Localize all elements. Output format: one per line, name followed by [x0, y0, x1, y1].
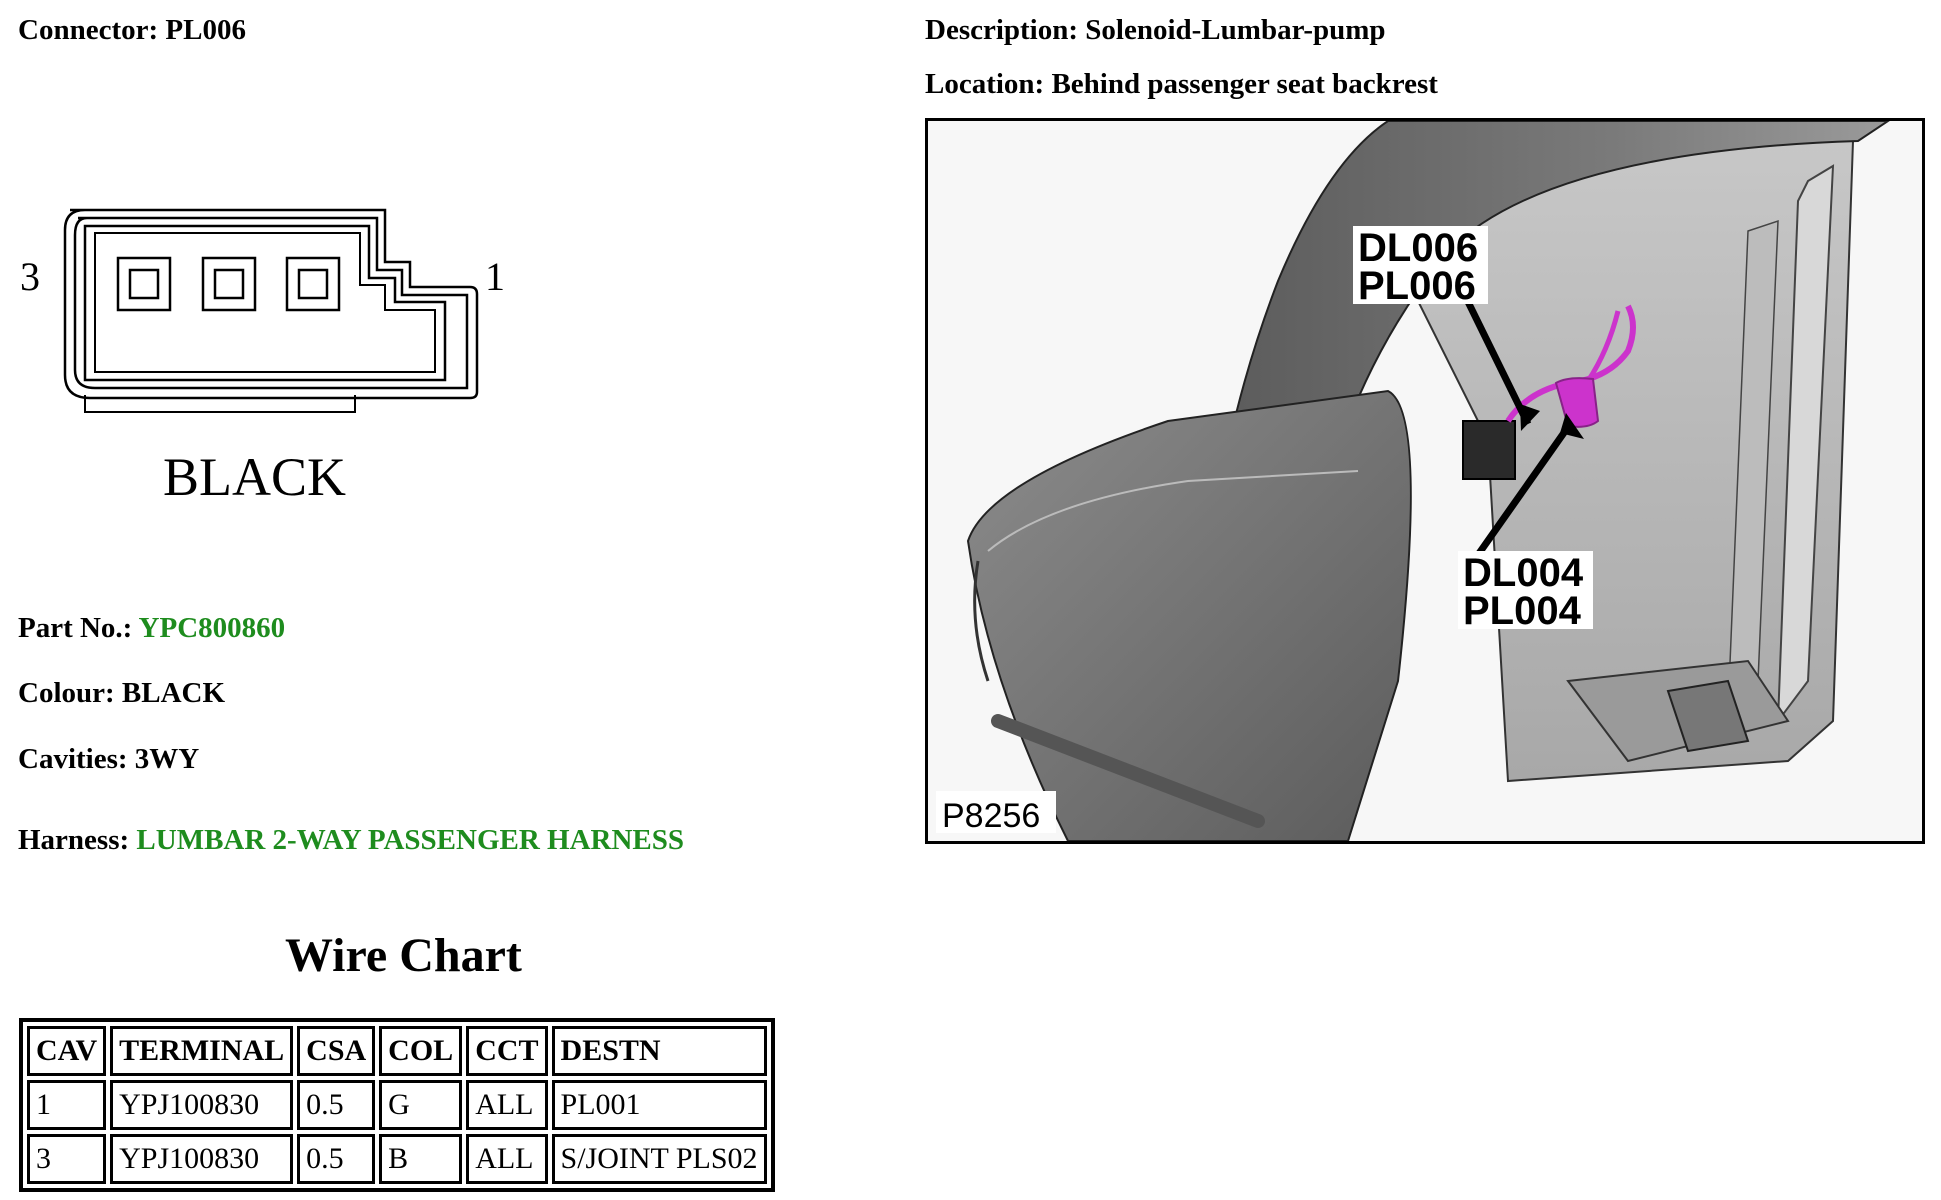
location-field: Location: Behind passenger seat backrest — [925, 68, 1438, 101]
table-header-row: CAV TERMINAL CSA COL CCT DESTN — [27, 1026, 767, 1076]
table-row: 3 YPJ100830 0.5 B ALL S/JOINT PLS02 — [27, 1134, 767, 1184]
cell-terminal: YPJ100830 — [110, 1080, 294, 1130]
part-no-label: Part No.: — [18, 612, 133, 644]
colour-label: Colour: — [18, 677, 115, 709]
header-cav: CAV — [27, 1026, 107, 1076]
location-value: Behind passenger seat backrest — [1051, 68, 1438, 100]
cell-csa: 0.5 — [297, 1080, 376, 1130]
connector-colour-caption: BLACK — [163, 447, 346, 507]
pin-label-right: 1 — [485, 254, 505, 299]
header-terminal: TERMINAL — [110, 1026, 294, 1076]
location-label: Location: — [925, 68, 1045, 100]
colour-value: BLACK — [121, 677, 226, 709]
seat-illustration: DL006 PL006 DL004 PL004 P8256 — [936, 121, 1890, 841]
connector-block-icon — [1462, 420, 1516, 480]
callout-dl004: DL004 — [1463, 551, 1584, 595]
cell-col: G — [379, 1080, 463, 1130]
description-field: Description: Solenoid-Lumbar-pump — [925, 14, 1386, 47]
connector-field: Connector: PL006 — [18, 14, 246, 47]
cell-cct: ALL — [466, 1134, 548, 1184]
part-no-link[interactable]: YPC800860 — [138, 612, 286, 644]
cavities-label: Cavities: — [18, 743, 128, 775]
wire-chart-table: CAV TERMINAL CSA COL CCT DESTN 1 YPJ1008… — [19, 1018, 775, 1192]
part-no-field: Part No.: YPC800860 — [18, 612, 285, 645]
connector-value: PL006 — [165, 14, 246, 46]
connector-label: Connector: — [18, 14, 159, 46]
harness-link[interactable]: LUMBAR 2-WAY PASSENGER HARNESS — [136, 824, 685, 856]
header-cct: CCT — [466, 1026, 548, 1076]
header-col: COL — [379, 1026, 463, 1076]
header-destn: DESTN — [551, 1026, 767, 1076]
callout-pl006: PL006 — [1358, 264, 1476, 308]
header-csa: CSA — [297, 1026, 376, 1076]
location-figure: DL006 PL006 DL004 PL004 P8256 — [925, 118, 1925, 844]
cell-destn: S/JOINT PLS02 — [551, 1134, 767, 1184]
cell-csa: 0.5 — [297, 1134, 376, 1184]
cell-terminal: YPJ100830 — [110, 1134, 294, 1184]
figure-id: P8256 — [942, 797, 1040, 835]
cell-cav: 3 — [27, 1134, 107, 1184]
arrow-bottom-icon — [1465, 424, 1571, 572]
cell-destn: PL001 — [551, 1080, 767, 1130]
harness-field: Harness: LUMBAR 2-WAY PASSENGER HARNESS — [18, 824, 684, 857]
connector-diagram: 3 1 BLACK — [20, 208, 505, 507]
callout-pl004: PL004 — [1463, 589, 1582, 633]
cell-cct: ALL — [466, 1080, 548, 1130]
description-label: Description: — [925, 14, 1079, 46]
cell-col: B — [379, 1134, 463, 1184]
description-value: Solenoid-Lumbar-pump — [1085, 14, 1386, 46]
cavities-value: 3WY — [134, 743, 200, 775]
cavities-field: Cavities: 3WY — [18, 743, 199, 776]
table-row: 1 YPJ100830 0.5 G ALL PL001 — [27, 1080, 767, 1130]
pin-label-left: 3 — [20, 254, 40, 299]
callout-dl006: DL006 — [1358, 226, 1478, 270]
harness-label: Harness: — [18, 824, 130, 856]
cell-cav: 1 — [27, 1080, 107, 1130]
colour-field: Colour: BLACK — [18, 677, 225, 710]
wire-chart-title: Wire Chart — [285, 929, 522, 982]
